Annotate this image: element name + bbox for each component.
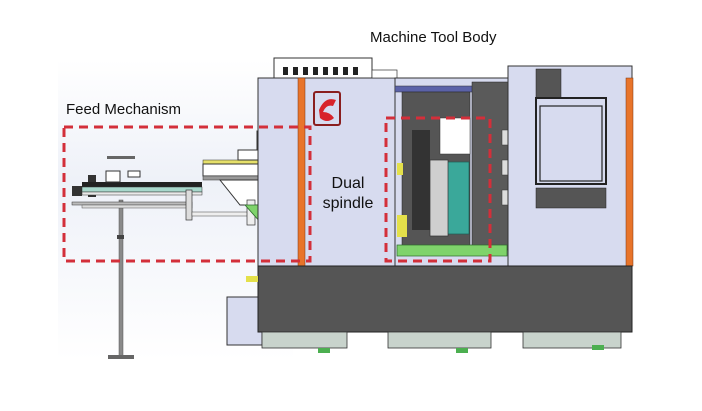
spindle-chamber: [394, 77, 511, 267]
company-logo-icon: [313, 91, 341, 126]
machine-tool-body-label: Machine Tool Body: [370, 29, 497, 46]
dual-spindle-callout-box: [384, 116, 492, 263]
support-leg: [107, 156, 135, 359]
dual-spindle-label-line2: spindle: [322, 195, 374, 212]
feed-mechanism-label: Feed Mechanism: [66, 101, 182, 118]
bar-feeder: [71, 170, 253, 221]
dual-spindle-label: Dual spindle: [318, 174, 378, 214]
machine-left-panel: [257, 57, 398, 267]
machine-right-panel: [507, 65, 634, 267]
dual-spindle-label-line1: Dual: [331, 175, 365, 192]
feed-mechanism-callout-box: [62, 125, 312, 263]
machine-base: [226, 265, 633, 353]
